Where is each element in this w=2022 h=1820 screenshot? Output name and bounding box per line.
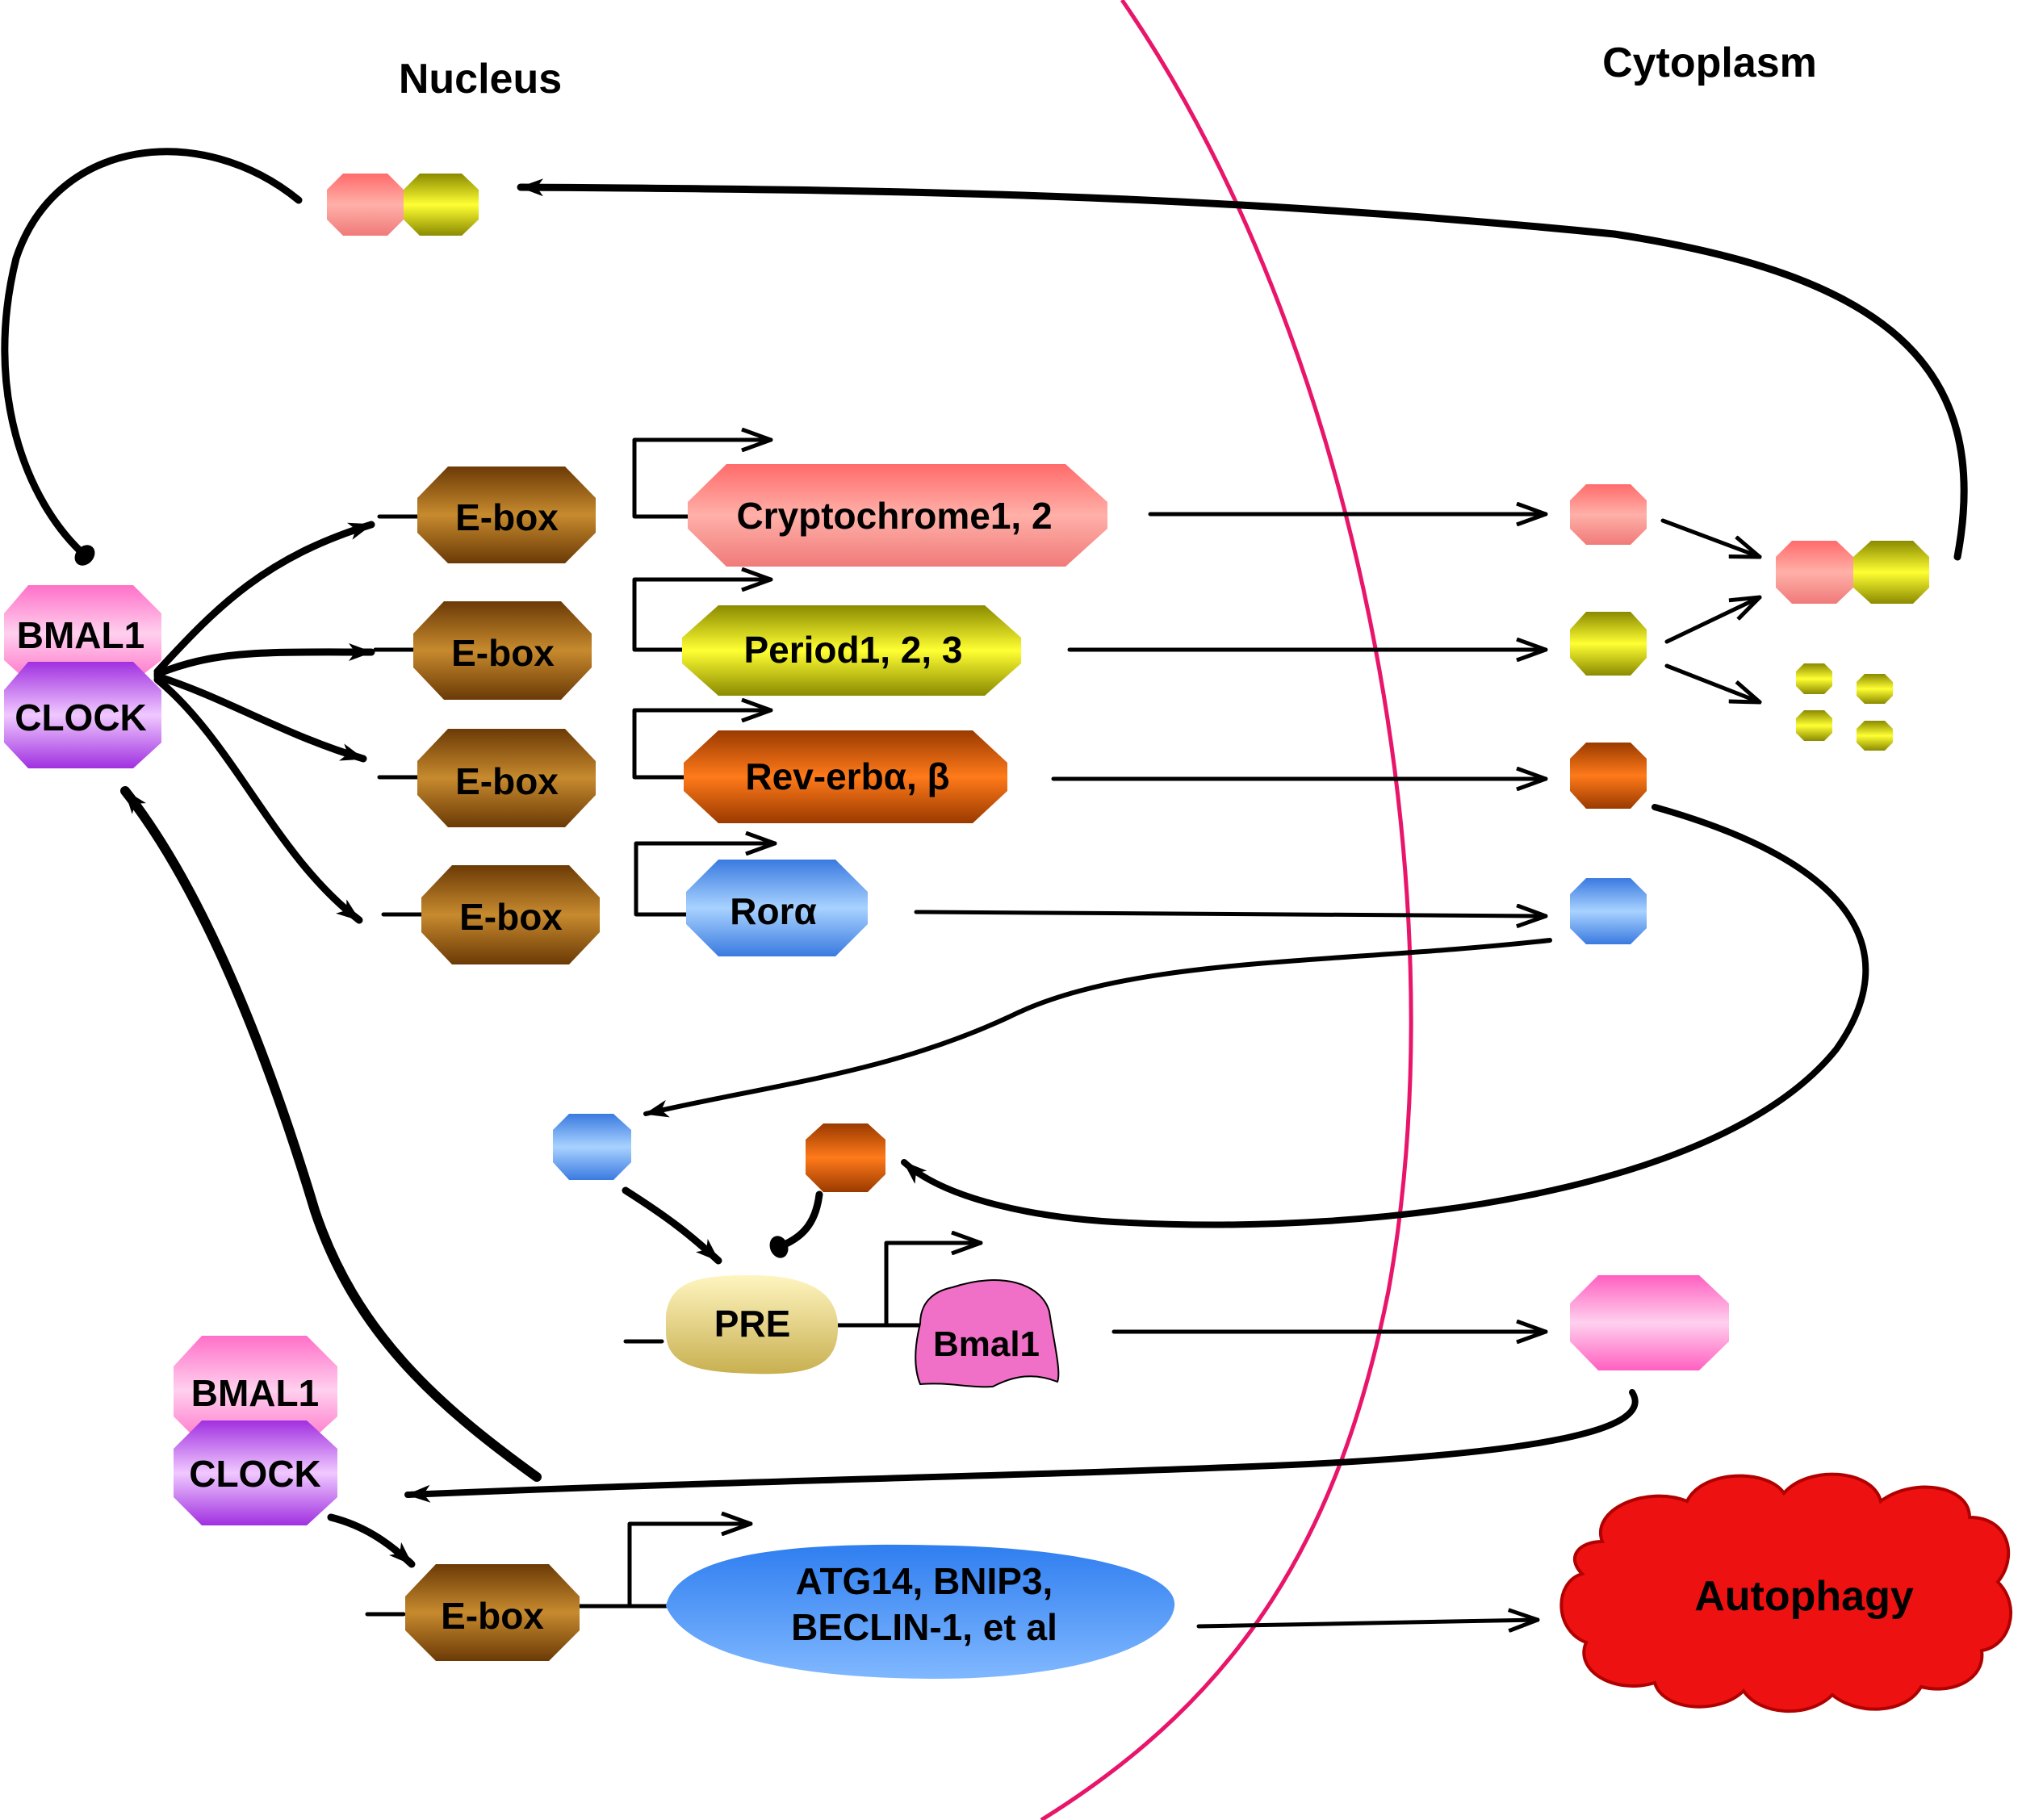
nuclear-reverb-protein — [806, 1123, 885, 1192]
ror-activation-pre — [622, 1186, 722, 1265]
activation-rev-ebox — [153, 672, 367, 763]
ebox-rev-label: E-box — [455, 760, 559, 802]
ebox-ror-label: E-box — [459, 896, 563, 938]
per-protein — [1570, 612, 1647, 676]
rev-inhibition-pre — [769, 1190, 823, 1258]
clock-lower-protein — [174, 1420, 337, 1525]
nuclear-membrane — [1040, 0, 1413, 1820]
bmal1-clock-complex-lower: BMAL1 CLOCK — [174, 1336, 337, 1525]
nuclear-per-protein — [404, 174, 479, 236]
bmal1-label: BMAL1 — [17, 614, 144, 656]
bmal1-lower-protein — [174, 1336, 337, 1445]
ebox-atg: E-box — [405, 1564, 580, 1661]
cry-per-import-arrow — [517, 178, 1968, 561]
rev-import-arrow — [901, 804, 1869, 1228]
per-fragment-1 — [1796, 663, 1832, 694]
activation-per-ebox — [153, 642, 375, 678]
nuclear-cry-per-dimer — [327, 174, 479, 236]
nucleus-label: Nucleus — [399, 56, 562, 103]
per-fragment-2 — [1857, 674, 1893, 704]
clock-label: CLOCK — [15, 697, 147, 738]
per-degradation-arrow — [1664, 663, 1760, 702]
ebox-per-label: E-box — [451, 632, 555, 674]
activation-atg-ebox — [327, 1513, 416, 1568]
gene-cryptochrome: Cryptochrome1, 2 — [688, 464, 1107, 567]
ror-import-arrow — [643, 938, 1552, 1118]
cry-dimer-arrow — [1660, 518, 1760, 557]
cry-per-inhibition — [1, 148, 303, 566]
ebox-per: E-box — [413, 601, 592, 700]
ror-tss — [381, 843, 775, 917]
clock-protein — [4, 662, 161, 768]
gene-ror-label: Rorα — [730, 890, 817, 932]
atg-to-autophagy-arrow — [1196, 1620, 1540, 1626]
pre-promoter: PRE — [666, 1275, 839, 1374]
activation-cry-ebox — [153, 521, 375, 676]
bmal1-tss — [623, 1243, 981, 1344]
gene-reverb: Rev-erbα, β — [684, 730, 1007, 823]
per-fragment-4 — [1857, 721, 1893, 751]
bmal1-protein — [4, 585, 161, 682]
gene-autophagy-targets: ATG14, BNIP3, BECLIN-1, et al — [666, 1544, 1175, 1679]
per-fragment-3 — [1796, 710, 1832, 741]
ebox-cry: E-box — [417, 467, 596, 563]
per-dimer-arrow — [1664, 597, 1760, 644]
per-degradation-products — [1796, 663, 1893, 751]
ebox-ror: E-box — [421, 865, 600, 964]
gene-reverb-label: Rev-erbα, β — [745, 755, 949, 797]
atg-label-line2: BECLIN-1, et al — [791, 1606, 1057, 1648]
dimer-per-protein — [1853, 541, 1929, 604]
activation-ror-ebox — [153, 676, 363, 924]
pre-label: PRE — [714, 1303, 791, 1345]
ror-translation-arrow — [914, 912, 1548, 916]
gene-ror: Rorα — [686, 860, 868, 956]
clock-lower-label: CLOCK — [189, 1453, 321, 1495]
nuclear-cry-protein — [327, 174, 404, 236]
gene-bmal1-label: Bmal1 — [933, 1324, 1040, 1364]
bmal1-lower-label: BMAL1 — [191, 1372, 319, 1414]
dimer-cry-protein — [1776, 541, 1853, 604]
gene-bmal1: Bmal1 — [915, 1279, 1060, 1388]
bmal1-clock-complex-left: BMAL1 CLOCK — [4, 585, 161, 768]
bmal1-cyto-protein — [1570, 1275, 1729, 1370]
feedback-to-bmal1-clock — [120, 786, 542, 1482]
gene-period-label: Period1, 2, 3 — [743, 629, 962, 671]
ror-protein — [1570, 878, 1647, 944]
cytoplasmic-cry-per-dimer — [1776, 541, 1929, 604]
cry-protein — [1570, 484, 1647, 545]
ebox-atg-label: E-box — [441, 1595, 544, 1637]
reverb-protein — [1570, 743, 1647, 809]
atg-label-line1: ATG14, BNIP3, — [796, 1560, 1053, 1602]
gene-period: Period1, 2, 3 — [682, 605, 1021, 696]
atg-tss — [365, 1524, 751, 1617]
nuclear-ror-protein — [553, 1114, 631, 1180]
per-tss — [373, 579, 771, 652]
cytoplasm-label: Cytoplasm — [1602, 40, 1817, 86]
ebox-cry-label: E-box — [455, 496, 559, 538]
bmal1-import-arrow — [404, 1389, 1639, 1503]
autophagy-cloud: Autophagy — [1559, 1472, 2012, 1713]
autophagy-label: Autophagy — [1694, 1573, 1914, 1620]
rev-tss — [377, 710, 771, 780]
ebox-rev: E-box — [417, 729, 596, 827]
gene-cryptochrome-label: Cryptochrome1, 2 — [736, 495, 1052, 537]
